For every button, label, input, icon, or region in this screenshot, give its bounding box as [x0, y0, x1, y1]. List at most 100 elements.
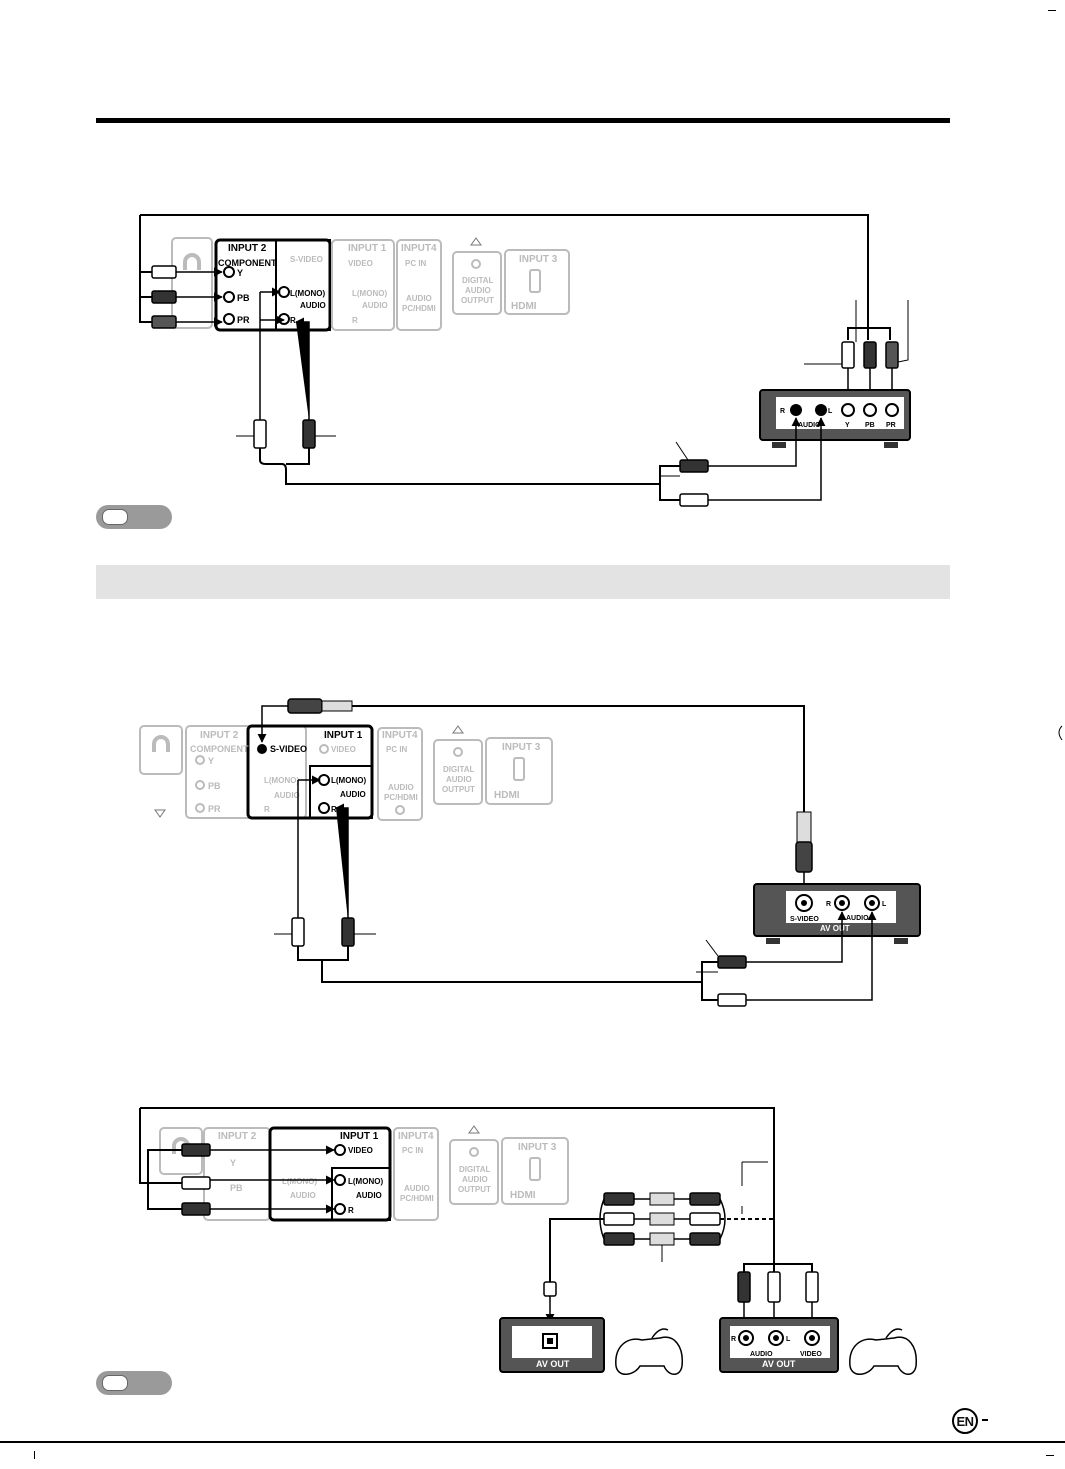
- input4-faded-2: INPUT4: [382, 730, 418, 741]
- pr-label-faded-2: PR: [208, 804, 221, 814]
- audio-label-2: AUDIO: [340, 790, 366, 799]
- diagram-component: INPUT 2 COMPONENT Y PB PR L(MONO) AUDIO …: [139, 214, 911, 507]
- pb-faded-3: PB: [230, 1183, 243, 1193]
- audio-pchdmi-1-faded-3: AUDIO: [404, 1184, 430, 1193]
- svideo-plug-tv: [287, 698, 323, 714]
- comp-jack-pr: PR: [886, 422, 896, 429]
- output-faded-3: OUTPUT: [458, 1185, 491, 1194]
- audio-pchdmi-2-faded-2: PC/HDMI: [384, 793, 418, 802]
- y-label: Y: [237, 268, 243, 278]
- r-label-faded: R: [352, 316, 358, 325]
- hdmi-faded-2: HDMI: [494, 790, 520, 801]
- r-label: R: [290, 316, 296, 325]
- hdmi-label-faded: HDMI: [511, 301, 537, 312]
- input2-box-2: [185, 725, 307, 819]
- crop-mark-bottom-right: [1046, 1455, 1054, 1456]
- audio-label-3: AUDIO: [356, 1191, 382, 1200]
- note-icon-1: [96, 505, 172, 529]
- lmono-faded-3: L(MONO): [282, 1177, 317, 1186]
- input4-faded-3: INPUT4: [398, 1131, 434, 1142]
- comp-jack-pb: PB: [865, 422, 875, 429]
- game1-avout-label: AV OUT: [536, 1359, 570, 1369]
- y-faded-3: Y: [230, 1158, 236, 1168]
- badge-dash: [982, 1419, 988, 1421]
- g2-audio-label: AUDIO: [750, 1351, 773, 1358]
- digital-faded-3: DIGITAL: [459, 1165, 491, 1174]
- audio-pchdmi-1-faded: AUDIO: [406, 294, 432, 303]
- lmono-label-3: L(MONO): [348, 1177, 383, 1186]
- digital-audio-faded-2: AUDIO: [446, 775, 472, 784]
- headphone-box: [171, 237, 213, 329]
- pcin-faded-3: PC IN: [402, 1146, 424, 1155]
- digital-faded-2: DIGITAL: [443, 765, 475, 774]
- digital-audio-faded-3: AUDIO: [462, 1175, 488, 1184]
- input1-label-2: INPUT 1: [324, 730, 363, 741]
- g2-jack-r: R: [731, 1336, 736, 1343]
- margin-tab-mark: [1058, 725, 1063, 741]
- sv-avout-label: AV OUT: [820, 924, 850, 933]
- diagram-svideo: INPUT 2 COMPONENT Y PB PR L(MONO) AUDIO …: [139, 698, 921, 1007]
- input1-label-faded: INPUT 1: [348, 243, 387, 254]
- digital-audio-box: [452, 251, 502, 315]
- lmono-label: L(MONO): [290, 289, 325, 298]
- digital-audio-label-faded: AUDIO: [465, 286, 491, 295]
- input1-box: [331, 239, 395, 331]
- gamepad-2-icon: [849, 1336, 917, 1375]
- g2-jack-video: VIDEO: [800, 1351, 822, 1358]
- audio-faded-3: AUDIO: [290, 1191, 316, 1200]
- crop-mark-top-right: [1048, 10, 1056, 11]
- input3-faded-3: INPUT 3: [518, 1142, 557, 1153]
- audio-pchdmi-1-faded-2: AUDIO: [388, 783, 414, 792]
- page-bottom-rule: [0, 1441, 1065, 1443]
- svideo-label-faded: S-VIDEO: [290, 255, 323, 264]
- input1-label-3: INPUT 1: [340, 1131, 379, 1142]
- lmono-label-2: L(MONO): [331, 776, 366, 785]
- audio-pchdmi-2-faded: PC/HDMI: [402, 304, 436, 313]
- output-label-faded: OUTPUT: [461, 296, 494, 305]
- section-top-rule: [96, 118, 950, 123]
- comp-jack-y: Y: [845, 422, 850, 429]
- pb-label: PB: [237, 293, 250, 303]
- pb-label-faded-2: PB: [208, 781, 221, 791]
- pcin-faded-2: PC IN: [386, 745, 408, 754]
- pr-label: PR: [237, 315, 250, 325]
- component-label-faded-2: COMPONENT: [190, 744, 249, 754]
- y-label-faded-2: Y: [208, 756, 214, 766]
- r-faded-2: R: [264, 805, 270, 814]
- comp-jack-r: R: [780, 408, 785, 415]
- audio-pchdmi-2-faded-3: PC/HDMI: [400, 1194, 434, 1203]
- headphone-icon: [183, 253, 201, 270]
- gamepad-1-icon: [615, 1336, 683, 1375]
- pcin-label-faded: PC IN: [405, 259, 427, 268]
- comp-audio-label: AUDIO: [798, 422, 821, 429]
- sv-jack-l: L: [882, 901, 887, 908]
- diagram-game: INPUT 2 Y PB INPUT 1 VIDEO L(MONO) AUDIO…: [139, 1107, 917, 1375]
- note-icon-2: [96, 1371, 172, 1395]
- lmono-label-faded: L(MONO): [352, 289, 387, 298]
- crop-mark-bottom-left: [34, 1451, 35, 1459]
- plug-pr: [151, 315, 177, 329]
- component-label: COMPONENT: [218, 258, 277, 268]
- lmono-faded-2: L(MONO): [264, 776, 299, 785]
- sv-jack-svideo: S-VIDEO: [790, 916, 819, 923]
- audio-faded-2: AUDIO: [274, 791, 300, 800]
- video-label-3: VIDEO: [348, 1146, 373, 1155]
- input4-label-faded: INPUT4: [401, 243, 437, 254]
- comp-jack-l: L: [828, 408, 833, 415]
- r-label-3: R: [348, 1206, 354, 1215]
- video-label-faded: VIDEO: [348, 259, 373, 268]
- g2-avout-label: AV OUT: [762, 1359, 796, 1369]
- plug-pb: [151, 290, 177, 304]
- hdmi-faded-3: HDMI: [510, 1190, 536, 1201]
- input2-label-faded-2: INPUT 2: [200, 730, 239, 741]
- digital-label-faded: DIGITAL: [462, 276, 494, 285]
- plug-y: [151, 265, 177, 279]
- sv-jack-r: R: [826, 901, 831, 908]
- sv-audio-label: AUDIO: [846, 915, 869, 922]
- output-faded-2: OUTPUT: [442, 785, 475, 794]
- input2-faded-3: INPUT 2: [218, 1131, 257, 1142]
- g2-jack-l: L: [786, 1336, 791, 1343]
- input2-label: INPUT 2: [228, 243, 267, 254]
- audio-label-faded: AUDIO: [362, 301, 388, 310]
